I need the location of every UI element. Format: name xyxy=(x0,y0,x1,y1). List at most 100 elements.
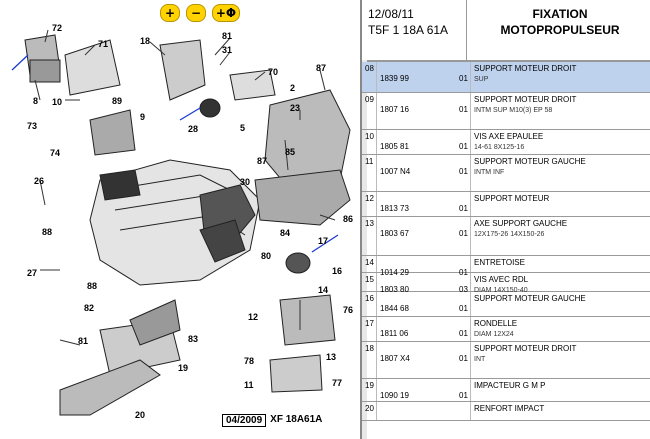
callout-label: 18 xyxy=(140,36,151,46)
part-description: RENFORT IMPACT xyxy=(474,404,545,413)
parts-list-header: 12/08/11 T5F 1 18A 61A FIXATION MOTOPROP… xyxy=(362,0,650,62)
callout-label: 78 xyxy=(244,356,255,366)
callout-label: 73 xyxy=(27,121,38,131)
column-divider xyxy=(376,217,377,255)
column-divider xyxy=(470,273,471,291)
zoom-out-icon[interactable]: − xyxy=(186,4,206,22)
part-reference: 1803 67 xyxy=(380,229,409,238)
part-index: 08 xyxy=(365,64,374,73)
header-subtitle: MOTOPROPULSEUR xyxy=(500,23,620,37)
callout-label: 9 xyxy=(140,112,146,122)
callout-label: 28 xyxy=(188,124,199,134)
header-title: FIXATION xyxy=(532,7,588,21)
parts-diagram[interactable]: + − +Φ xyxy=(0,0,362,439)
column-divider xyxy=(470,342,471,378)
exploded-view-drawing xyxy=(11,29,351,416)
part-index: 12 xyxy=(365,194,374,203)
zoom-fit-icon[interactable]: +Φ xyxy=(212,4,240,22)
column-divider xyxy=(470,379,471,401)
callout-label: 84 xyxy=(280,228,291,238)
part-reference: 1090 19 xyxy=(380,391,409,400)
part-detail: INTM INF xyxy=(474,169,505,176)
part-index: 13 xyxy=(365,219,374,228)
callout-label: 72 xyxy=(52,23,63,33)
header-code: T5F 1 18A 61A xyxy=(368,23,449,37)
column-divider xyxy=(470,155,471,191)
callout-label: 13 xyxy=(326,352,337,362)
part-description: VIS AXE EPAULEE xyxy=(474,132,544,141)
callout-label: 83 xyxy=(188,334,199,344)
part-index: 18 xyxy=(365,344,374,353)
callout-label: 80 xyxy=(261,251,272,261)
callout-label: 70 xyxy=(268,67,279,77)
callout-label: 5 xyxy=(240,123,246,133)
part-description-block: IMPACTEUR G M P xyxy=(474,380,545,391)
part-index: 15 xyxy=(365,275,374,284)
part-row[interactable]: 20 RENFORT IMPACT xyxy=(362,402,650,421)
part-description: SUPPORT MOTEUR xyxy=(474,194,550,203)
callout-label: 87 xyxy=(257,156,268,166)
part-index: 10 xyxy=(365,132,374,141)
callout-label: 23 xyxy=(290,103,301,113)
column-divider xyxy=(376,155,377,191)
parts-list-panel: 12/08/11 T5F 1 18A 61A FIXATION MOTOPROP… xyxy=(362,0,650,439)
callout-label: 14 xyxy=(318,285,329,295)
part-index: 09 xyxy=(365,95,374,104)
callout-label: 16 xyxy=(332,266,343,276)
zoom-in-icon[interactable]: + xyxy=(160,4,180,22)
callout-label: 81 xyxy=(222,31,233,41)
parts-list-scrollbar[interactable] xyxy=(362,60,367,439)
callout-label: 10 xyxy=(52,97,63,107)
diagram-code: XF 18A61A xyxy=(270,414,323,425)
part-reference: 1807 X4 xyxy=(380,354,410,363)
column-divider xyxy=(470,217,471,255)
part-quantity: 01 xyxy=(459,204,468,213)
part-quantity: 01 xyxy=(459,391,468,400)
part-detail: INTM SUP M10(3) EP 58 xyxy=(474,107,553,114)
part-detail: DIAM 12X24 xyxy=(474,331,514,338)
part-detail: 14-61 8X125-16 xyxy=(474,144,525,151)
part-reference: 1839 99 xyxy=(380,74,409,83)
part-index: 17 xyxy=(365,319,374,328)
callout-label: 76 xyxy=(343,305,354,315)
part-quantity: 01 xyxy=(459,142,468,151)
callout-label: 8 xyxy=(33,96,39,106)
callout-label: 85 xyxy=(285,147,296,157)
column-divider xyxy=(376,192,377,216)
part-index: 14 xyxy=(365,258,374,267)
part-quantity: 03 xyxy=(459,285,468,294)
zoom-toolbar: + − +Φ xyxy=(160,4,240,22)
part-quantity: 01 xyxy=(459,74,468,83)
column-divider xyxy=(470,130,471,154)
column-divider xyxy=(470,402,471,420)
column-divider xyxy=(470,93,471,129)
column-divider xyxy=(376,379,377,401)
part-reference: 1803 80 xyxy=(380,285,409,294)
part-quantity: 01 xyxy=(459,229,468,238)
part-index: 20 xyxy=(365,404,374,413)
part-description: ENTRETOISE xyxy=(474,258,525,267)
column-divider xyxy=(470,292,471,316)
part-description: VIS AVEC RDL xyxy=(474,275,529,284)
callout-label: 11 xyxy=(244,380,254,390)
diagram-date: 04/2009 xyxy=(222,414,267,427)
part-description: IMPACTEUR G M P xyxy=(474,381,546,390)
